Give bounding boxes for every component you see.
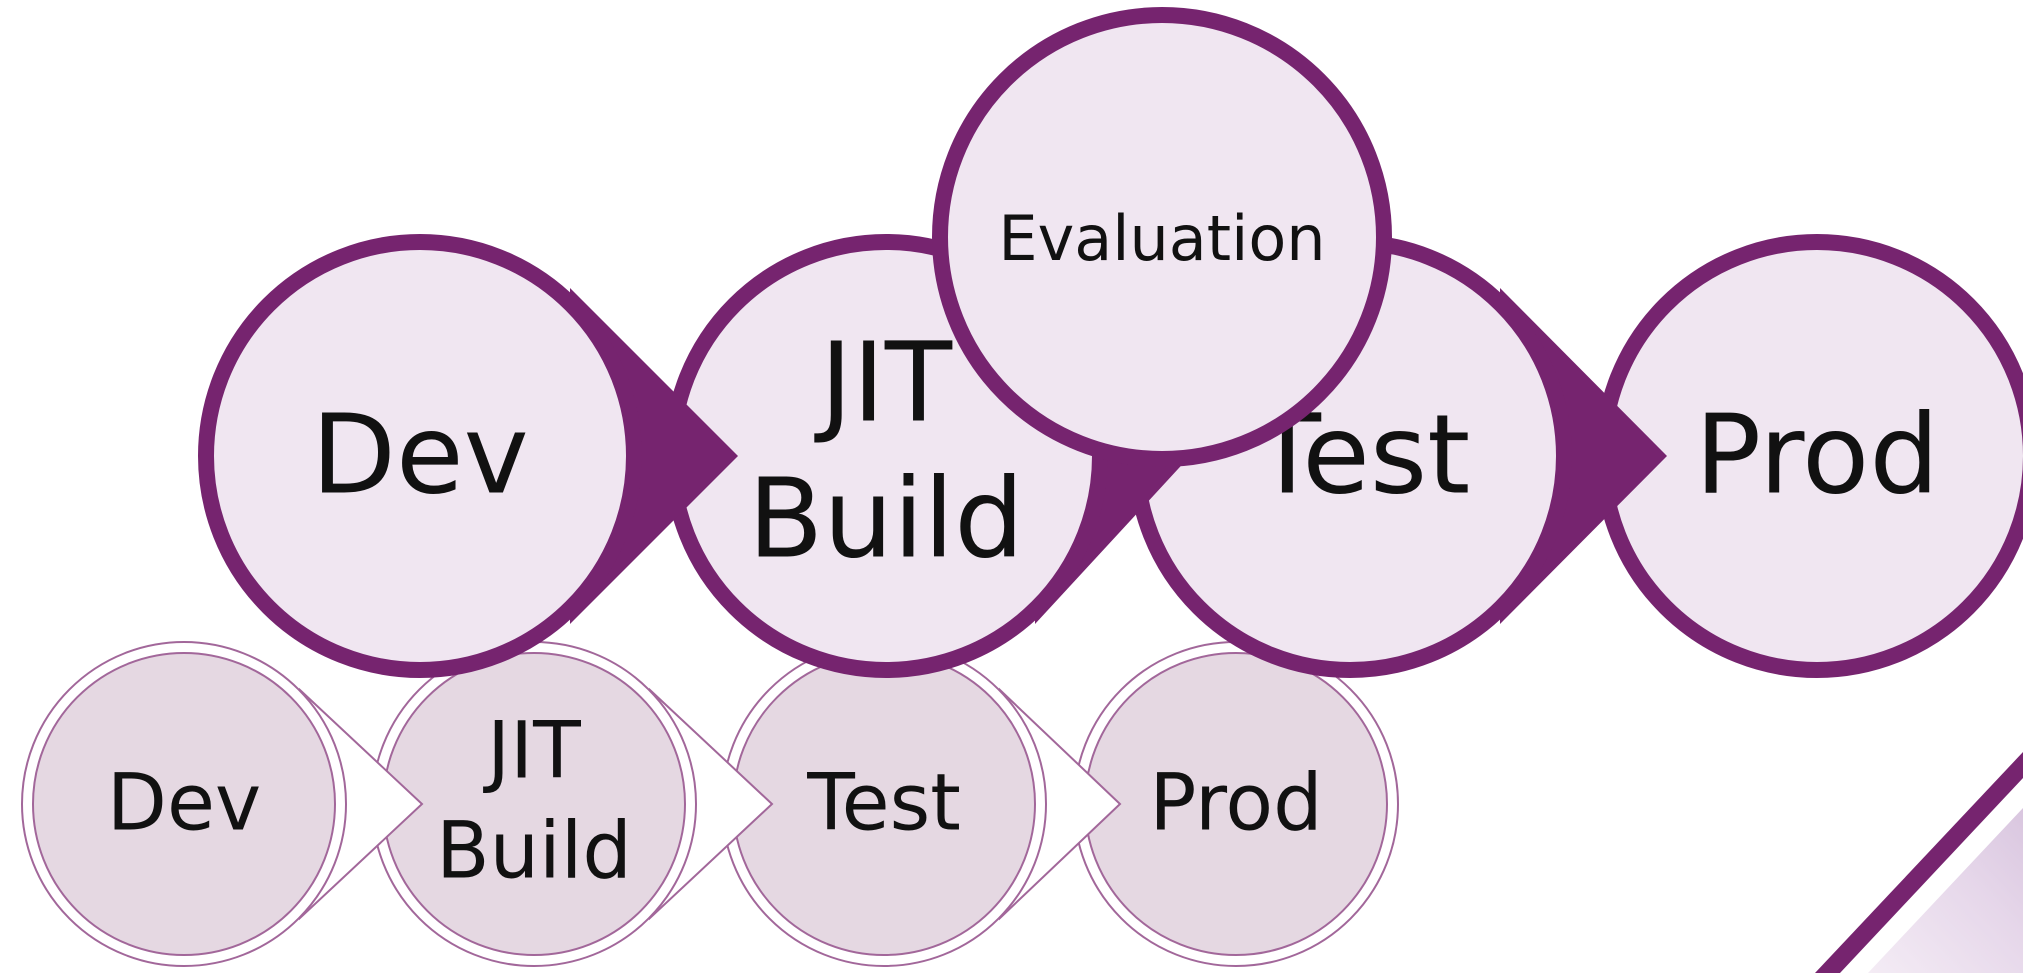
corner-swoosh (1868, 808, 2023, 973)
top-node-jit-build-label-line1: JIT (814, 318, 953, 446)
top-node-prod: Prod (1595, 234, 2023, 678)
top-node-prod-label: Prod (1695, 390, 1939, 518)
bottom-node-prod: Prod (1073, 641, 1399, 967)
evaluation-node: Evaluation (932, 7, 1392, 467)
bottom-flow: Prod Test JIT Build Dev (21, 641, 1399, 967)
bottom-node-dev: Dev (21, 641, 424, 967)
top-flow: Prod Test JIT Build Dev (198, 7, 2023, 678)
bottom-node-prod-label: Prod (1149, 758, 1322, 848)
corner-stripe (1815, 752, 2023, 973)
top-node-jit-build-label-line2: Build (748, 454, 1024, 582)
bottom-node-jit-build-label-line1: JIT (482, 706, 581, 796)
evaluation-node-circle (932, 7, 1392, 467)
top-node-dev-circle (198, 234, 642, 678)
bottom-node-dev-label: Dev (107, 758, 261, 848)
corner-decoration (1815, 752, 2023, 973)
bottom-node-jit-build-circle (382, 652, 686, 956)
top-node-dev-label: Dev (311, 390, 528, 518)
bottom-node-jit-build-label-line2: Build (436, 806, 632, 896)
bottom-node-jit-build: JIT Build (371, 641, 774, 967)
bottom-node-dev-circle (32, 652, 336, 956)
bottom-node-test: Test (721, 641, 1122, 967)
top-node-dev: Dev (198, 234, 738, 678)
bottom-node-test-label: Test (806, 758, 961, 848)
evaluation-node-label: Evaluation (998, 202, 1325, 275)
